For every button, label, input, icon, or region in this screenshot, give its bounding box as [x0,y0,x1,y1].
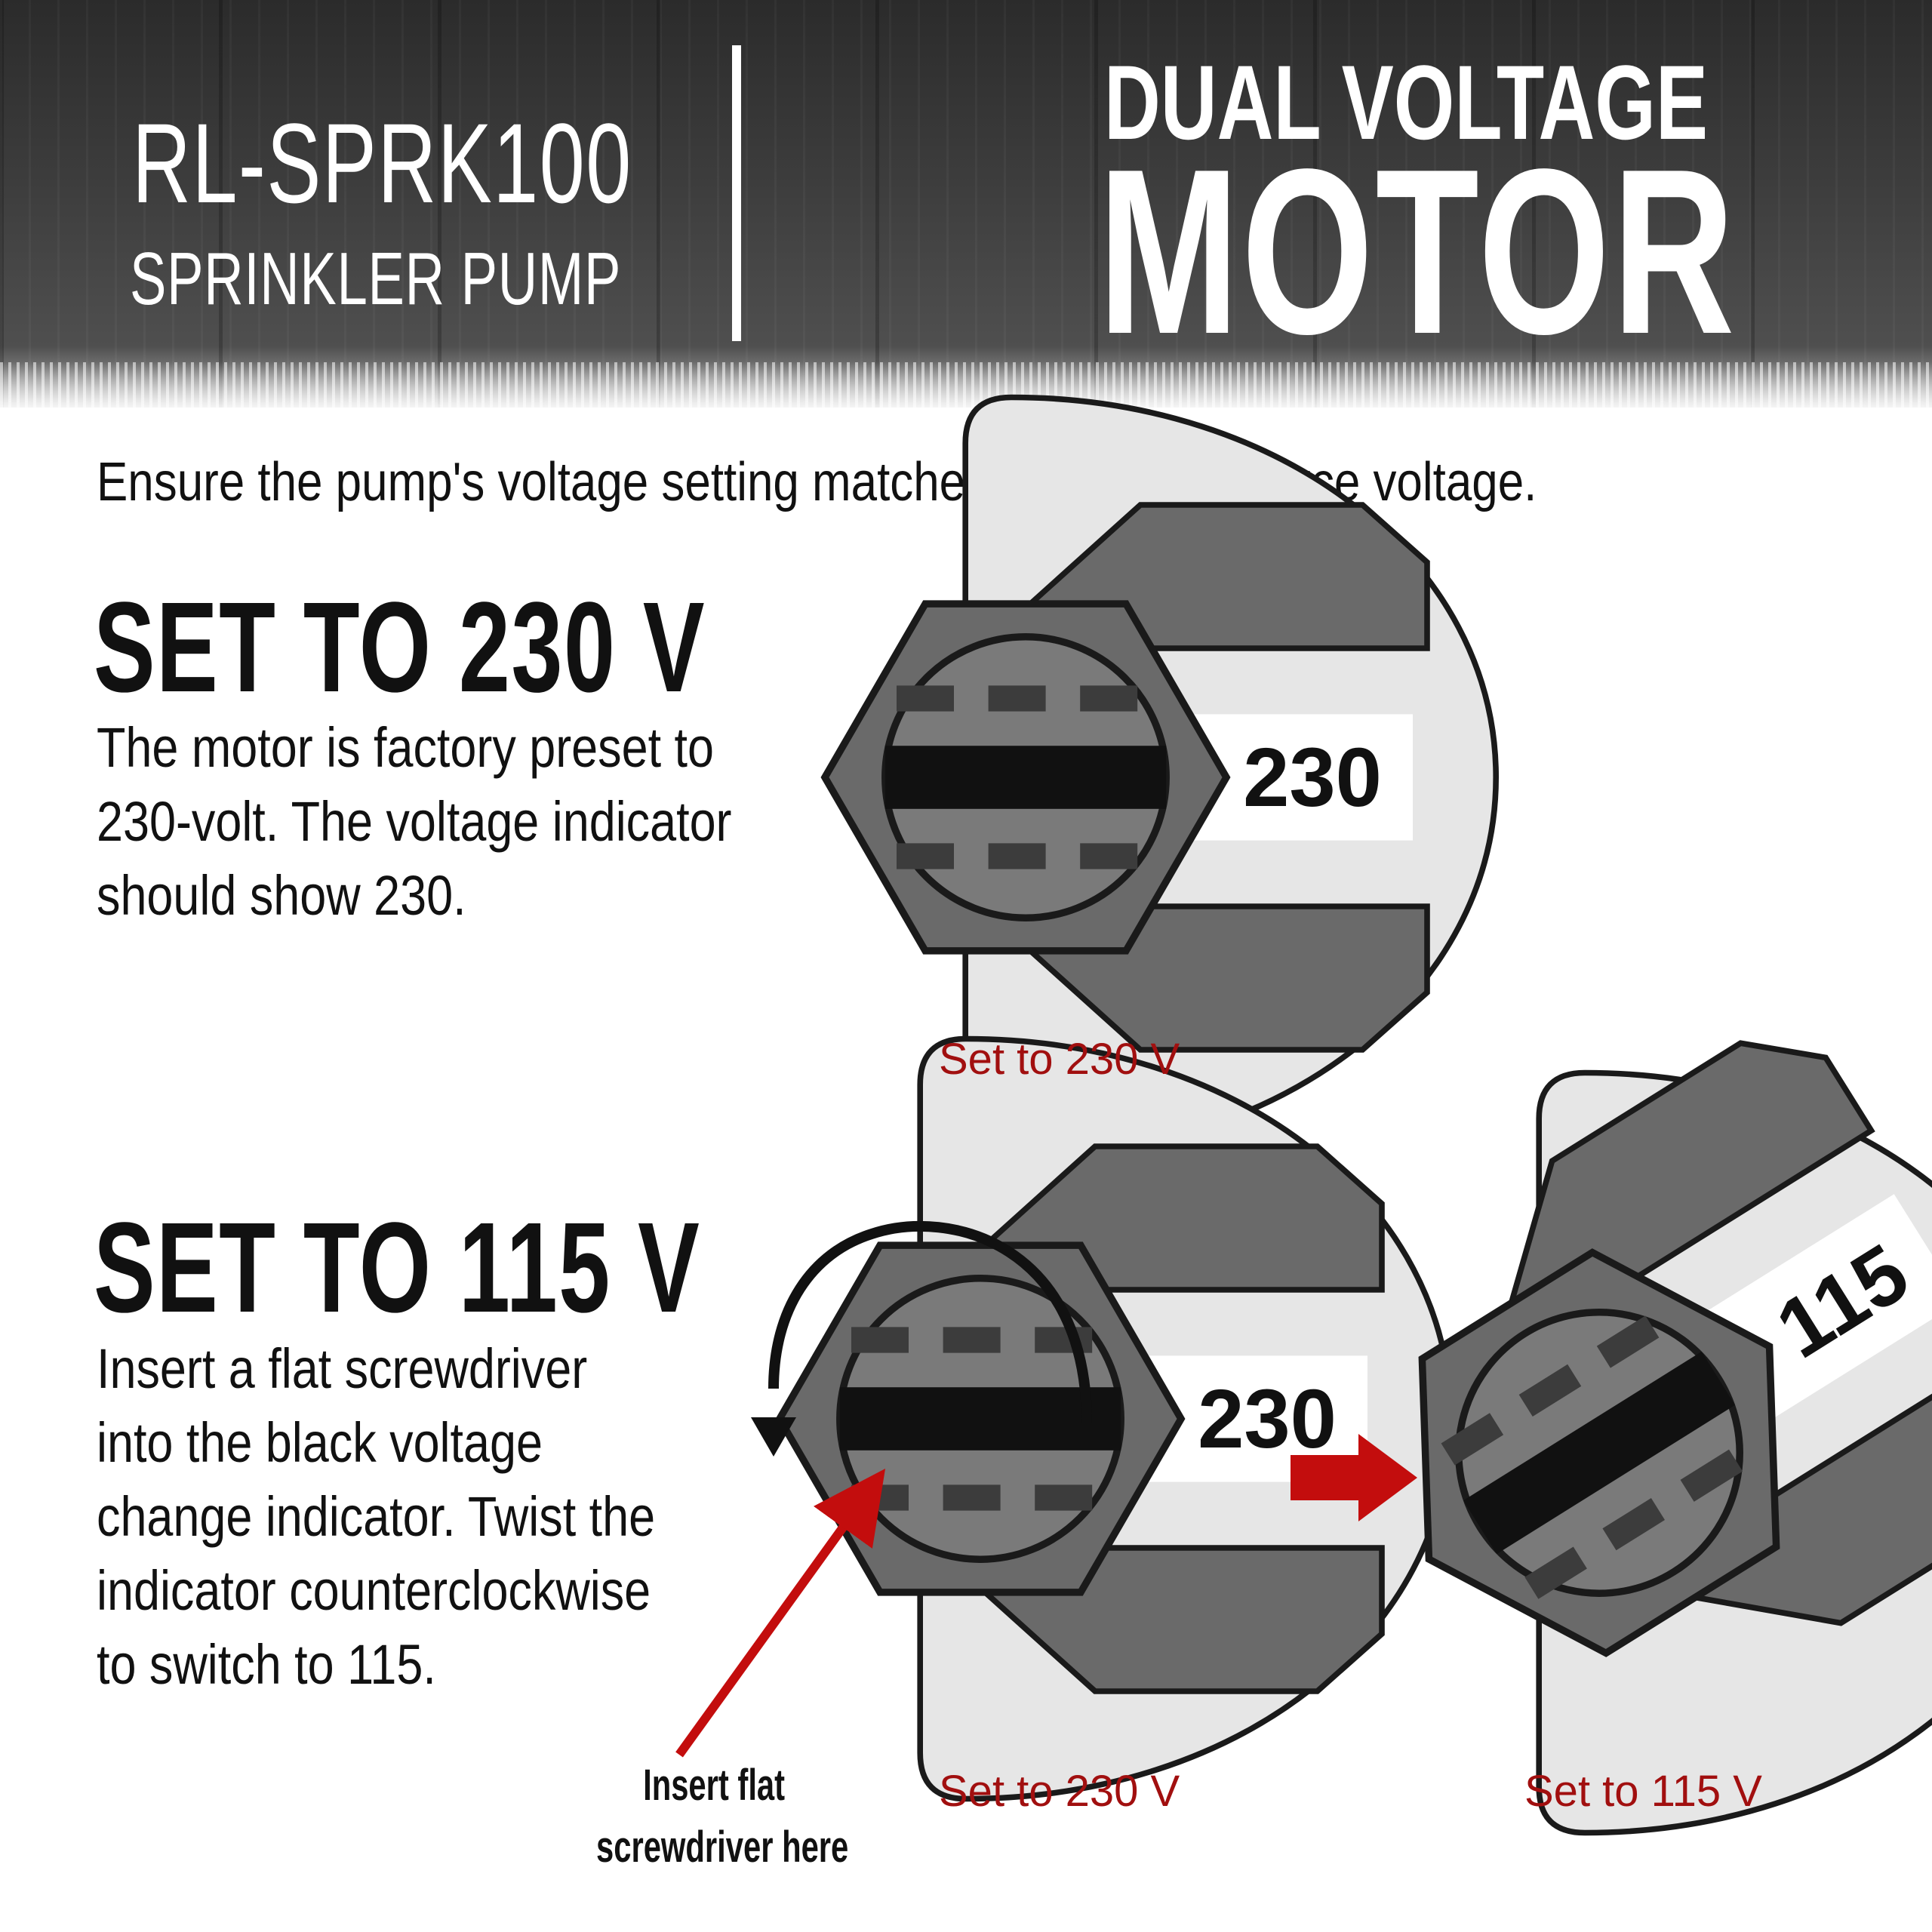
section-230-line: 230-volt. The voltage indicator [97,790,732,853]
screwdriver-callout-line1: Insert flat [643,1761,785,1810]
screwdriver-pointer-arrow-icon [675,1469,886,1758]
section-230-line: should show 230. [97,864,466,927]
counterclockwise-arrow-icon [768,1221,1092,1423]
dial-before-label: 230 [1198,1373,1337,1466]
section-230-description: The motor is factory preset to 230-volt.… [97,711,732,933]
dial-dash-lower [1524,1440,1758,1599]
dial-dash-upper [1441,1306,1674,1466]
screwdriver-callout-line2: screwdriver here [596,1823,849,1872]
heading-motor: MOTOR [1098,121,1737,383]
section-115-description: Insert a flat screwdriver into the black… [97,1332,655,1702]
section-230-line: The motor is factory preset to [97,716,715,779]
caption-before: Set to 230 V [939,1767,1180,1816]
header-divider [732,45,741,341]
model-number: RL-SPRK100 [132,100,632,226]
dial-230-diagram: 230 [820,394,1500,1161]
section-115-line: indicator counterclockwise [97,1559,651,1622]
transition-arrow-icon [1291,1434,1417,1521]
section-230-title: SET TO 230 V [94,576,706,719]
dial-after-diagram: 115 [1418,1040,1932,1836]
dial-indicator-slot [884,746,1167,809]
section-115-line: Insert a flat screwdriver [97,1337,588,1400]
dial-indicator-slot [1463,1351,1736,1555]
section-115-title: SET TO 115 V [94,1196,701,1340]
caption-after: Set to 115 V [1524,1767,1762,1816]
caption-set-230: Set to 230 V [939,1035,1180,1084]
counterclockwise-arrowhead-icon [751,1417,796,1457]
heading-dual-voltage: DUAL VOLTAGE [1104,43,1709,162]
dial-indicator-slot [839,1387,1121,1451]
section-115-line: to switch to 115. [97,1633,436,1696]
header-banner: RL-SPRK100 SPRINKLER PUMP DUAL VOLTAGE M… [0,0,1932,408]
dial-before-diagram: 230 [775,1035,1454,1802]
dial-230-label: 230 [1243,731,1382,824]
section-115-line: into the black voltage [97,1411,543,1474]
header-wood-fade [0,362,1932,408]
section-115-line: change indicator. Twist the [97,1485,656,1548]
product-name: SPRINKLER PUMP [130,237,622,320]
screwdriver-callout: Insert flat screwdriver here [498,1755,848,1878]
